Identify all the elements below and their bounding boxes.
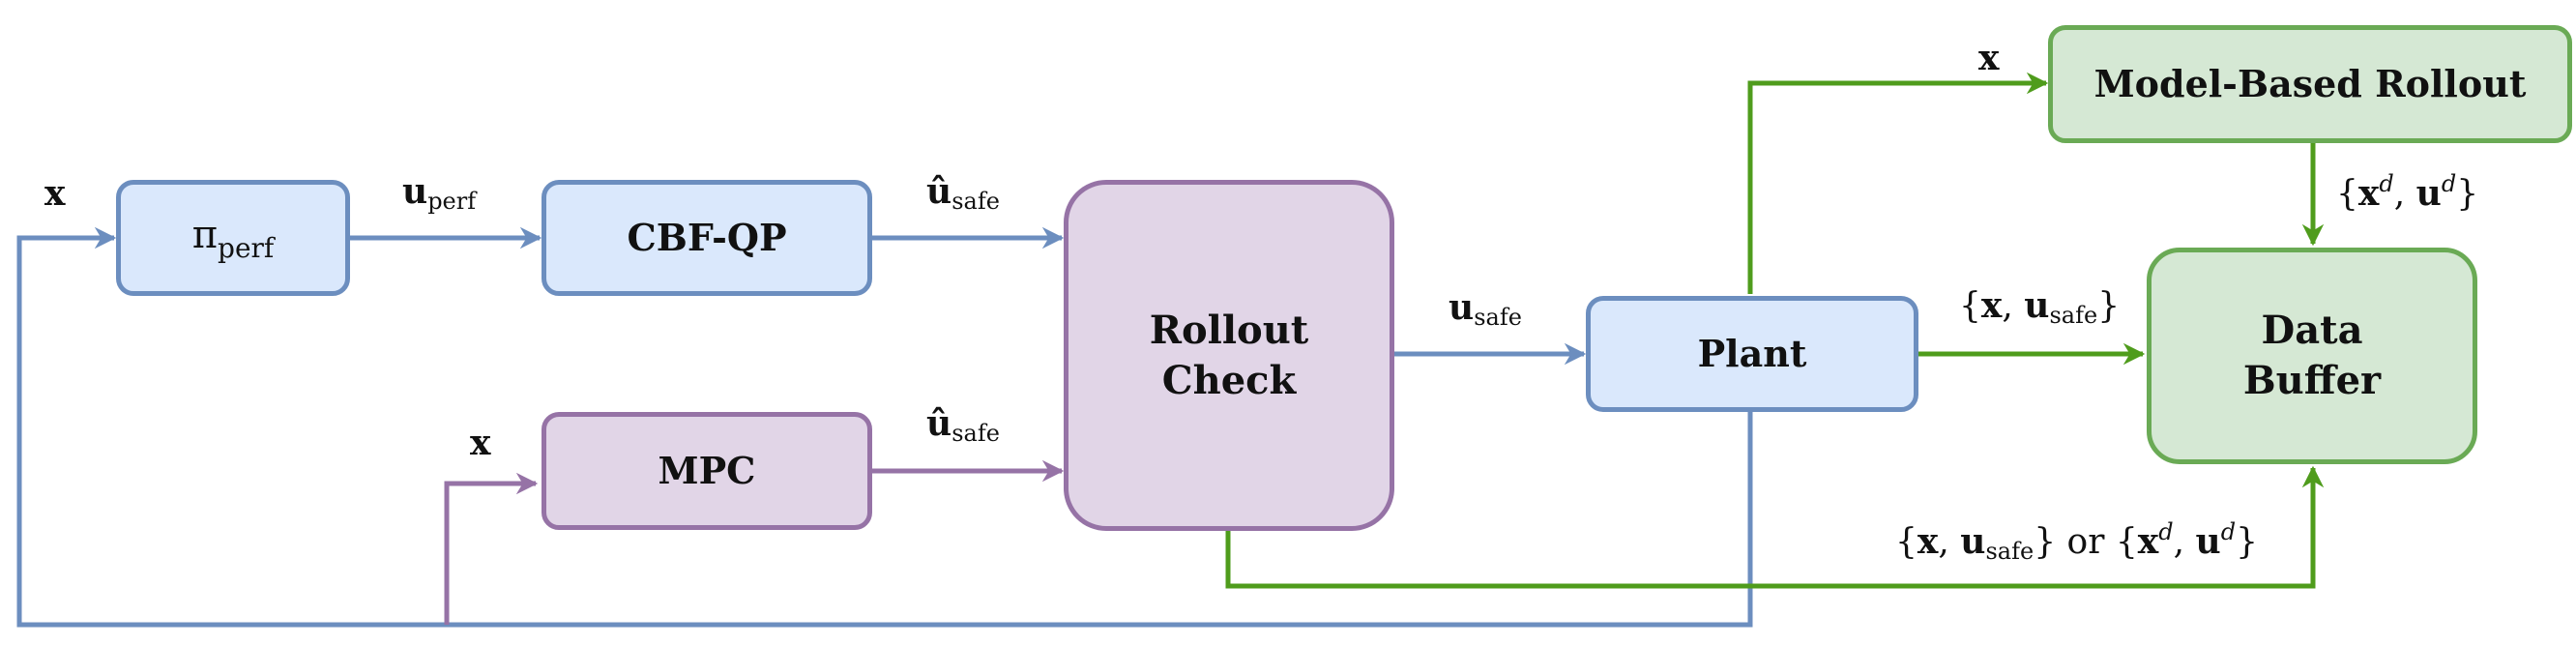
policy-node: πperf [116, 180, 350, 296]
data-buffer-node: Data Buffer [2147, 248, 2477, 464]
state-label-rollout-input: x [1978, 38, 2000, 78]
plant-to-buffer-label: {x, usafe} [1959, 285, 2121, 329]
arrow-plant-to-rollout [1747, 72, 2049, 294]
u-safe-label: usafe [1449, 287, 1522, 331]
rollout-to-buffer-label: {xd, ud} [2336, 170, 2479, 214]
arrow-check-to-buffer [1225, 465, 2325, 589]
cbf-qp-label: CBF-QP [627, 216, 787, 260]
rollout-check-node: Rollout Check [1064, 180, 1394, 531]
data-buffer-label-line1: Data [2261, 308, 2363, 353]
plant-node: Plant [1586, 296, 1918, 412]
cbf-qp-node: CBF-QP [542, 180, 872, 296]
data-buffer-label-line2: Buffer [2242, 358, 2382, 403]
plant-label: Plant [1697, 332, 1807, 376]
rollout-check-label-line1: Rollout [1149, 307, 1309, 353]
u-hat-safe-mpc-label: ûsafe [926, 403, 1000, 447]
feedback-arrow-to-policy [16, 226, 1753, 628]
u-perf-label: uperf [402, 171, 477, 215]
model-based-rollout-node: Model-Based Rollout [2048, 25, 2572, 143]
state-label-mpc-input: x [470, 423, 491, 463]
mpc-node: MPC [542, 412, 872, 530]
model-based-rollout-label: Model-Based Rollout [2093, 62, 2527, 106]
policy-label: πperf [191, 212, 275, 264]
mpc-label: MPC [658, 449, 756, 493]
rollout-check-label-line2: Check [1161, 357, 1297, 403]
feedback-arrow-to-mpc [444, 472, 539, 625]
check-to-buffer-label: {x, usafe} or {xd, ud} [1895, 518, 2259, 565]
u-hat-safe-cbf-label: ûsafe [926, 171, 1000, 215]
state-label-policy-input: x [44, 173, 66, 214]
